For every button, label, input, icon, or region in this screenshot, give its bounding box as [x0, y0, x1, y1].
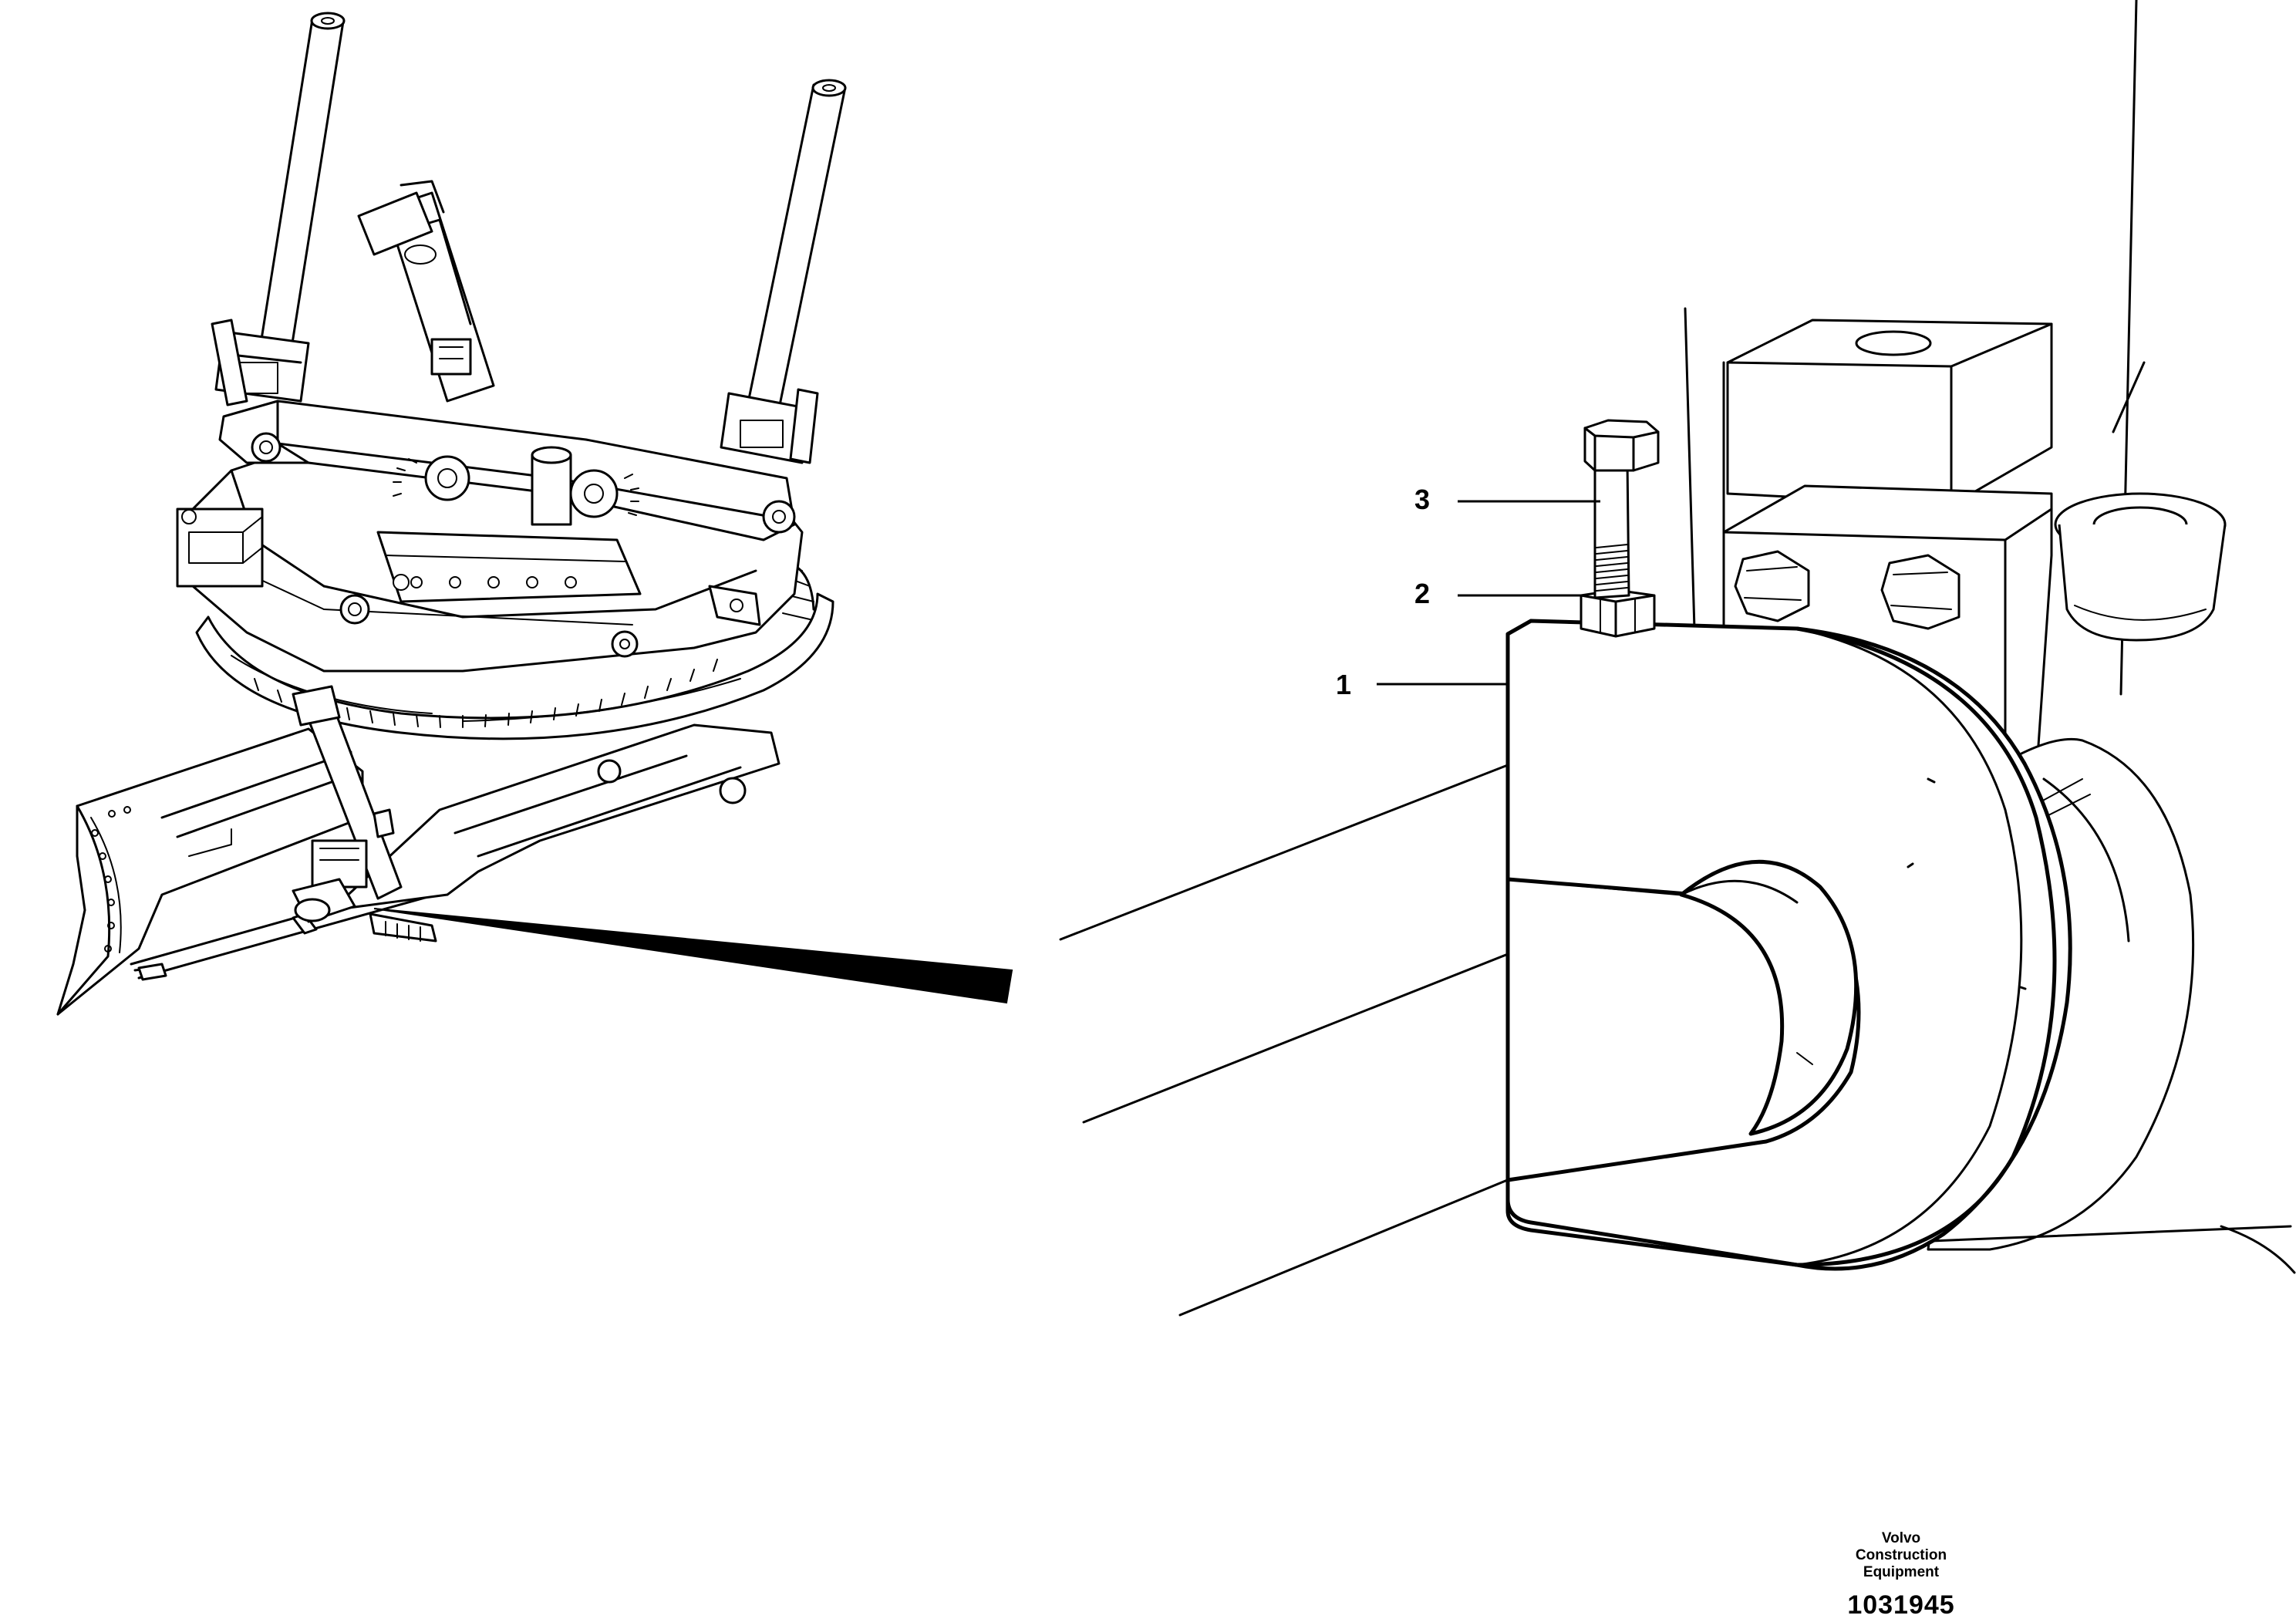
mounting-plate: [339, 531, 761, 658]
center-mast: [357, 180, 495, 403]
blade-rivets: [91, 806, 131, 953]
overview-assembly-illustration: [56, 12, 1013, 1016]
leader-lines: [1377, 500, 1600, 686]
drawing-footer: Volvo Construction Equipment 1031945: [1797, 1530, 2005, 1620]
detail-view: [1059, 0, 2296, 1317]
right-lift-cylinder: [720, 79, 847, 464]
top-beam: [218, 400, 796, 541]
clamp-block: [1505, 619, 2072, 1271]
link-arm: [137, 685, 437, 981]
callout-label-3: 3: [1414, 484, 1431, 515]
detail-pointer: [373, 908, 1013, 1004]
blade: [56, 727, 364, 1016]
callout-label-2: 2: [1414, 578, 1431, 609]
bolt: [1583, 419, 1660, 599]
company-name: Volvo Construction Equipment: [1855, 1530, 1947, 1580]
left-lift-cylinder: [211, 12, 346, 406]
document-number: 1031945: [1847, 1590, 1955, 1620]
circle-drive-components: [393, 446, 639, 526]
frame-bolts: [1734, 550, 1961, 630]
callout-label-1: 1: [1336, 669, 1352, 700]
